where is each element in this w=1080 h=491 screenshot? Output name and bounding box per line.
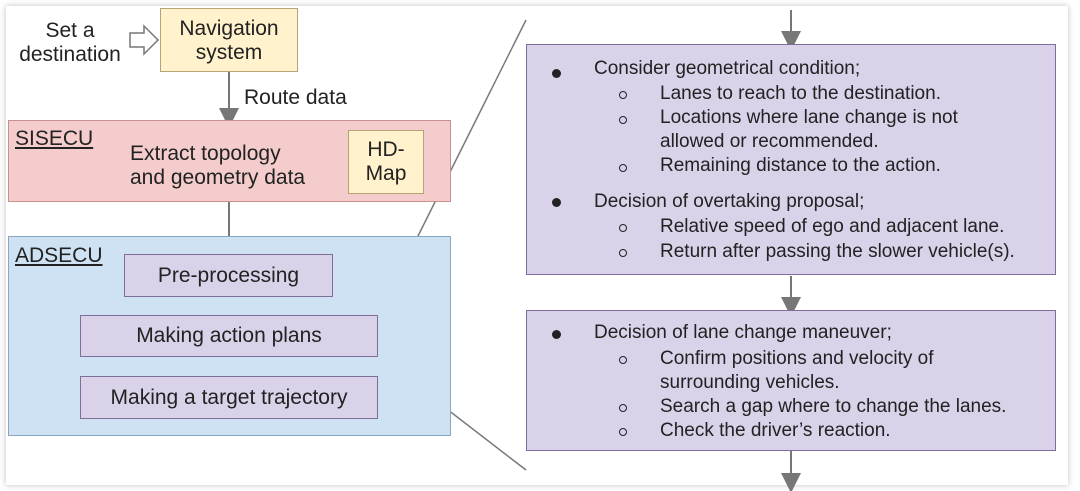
sub-bullet-icon	[619, 164, 627, 172]
navigation-system-box: Navigation system	[160, 8, 298, 72]
sub-search-gap: Search a gap where to change the lanes.	[660, 396, 1007, 417]
sub-confirm-cont: surrounding vehicles.	[660, 372, 840, 393]
action-plan-detail-box-2: Decision of lane change maneuver; Confir…	[526, 310, 1056, 451]
sub-driver-reaction: Check the driver’s reaction.	[660, 420, 891, 441]
bullet-icon	[552, 198, 561, 207]
bullet-lane-change: Decision of lane change maneuver;	[594, 322, 892, 343]
bullet-geometrical: Consider geometrical condition;	[594, 58, 861, 79]
hd-map-box: HD- Map	[348, 130, 424, 194]
hollow-arrow-icon	[129, 24, 160, 56]
sisecu-title: SISECU	[15, 127, 94, 150]
sub-locations-cont: allowed or recommended.	[660, 131, 879, 152]
set-destination-label: Set a destination	[19, 19, 121, 66]
bullet-overtaking: Decision of overtaking proposal;	[594, 191, 865, 212]
sub-bullet-icon	[619, 356, 627, 364]
route-data-label: Route data	[244, 86, 347, 109]
target-trajectory-step: Making a target trajectory	[80, 376, 378, 419]
adsecu-title: ADSECU	[15, 244, 103, 267]
sub-locations: Locations where lane change is not	[660, 107, 958, 128]
sub-lanes: Lanes to reach to the destination.	[660, 83, 941, 104]
pre-processing-step: Pre-processing	[124, 254, 333, 297]
sub-return: Return after passing the slower vehicle(…	[660, 241, 1015, 262]
sub-remaining: Remaining distance to the action.	[660, 155, 941, 176]
sub-bullet-icon	[619, 428, 627, 436]
action-plans-step: Making action plans	[80, 315, 378, 357]
bullet-icon	[552, 69, 561, 78]
sub-bullet-icon	[619, 404, 627, 412]
sub-bullet-icon	[619, 116, 627, 124]
bullet-icon	[552, 330, 561, 339]
sub-bullet-icon	[619, 249, 627, 257]
action-plan-detail-box-1: Consider geometrical condition; Lanes to…	[526, 44, 1056, 275]
sub-bullet-icon	[619, 224, 627, 232]
sub-confirm: Confirm positions and velocity of	[660, 348, 934, 369]
sisecu-text: Extract topology and geometry data	[130, 142, 306, 189]
sub-relative-speed: Relative speed of ego and adjacent lane.	[660, 216, 1005, 237]
sub-bullet-icon	[619, 91, 627, 99]
